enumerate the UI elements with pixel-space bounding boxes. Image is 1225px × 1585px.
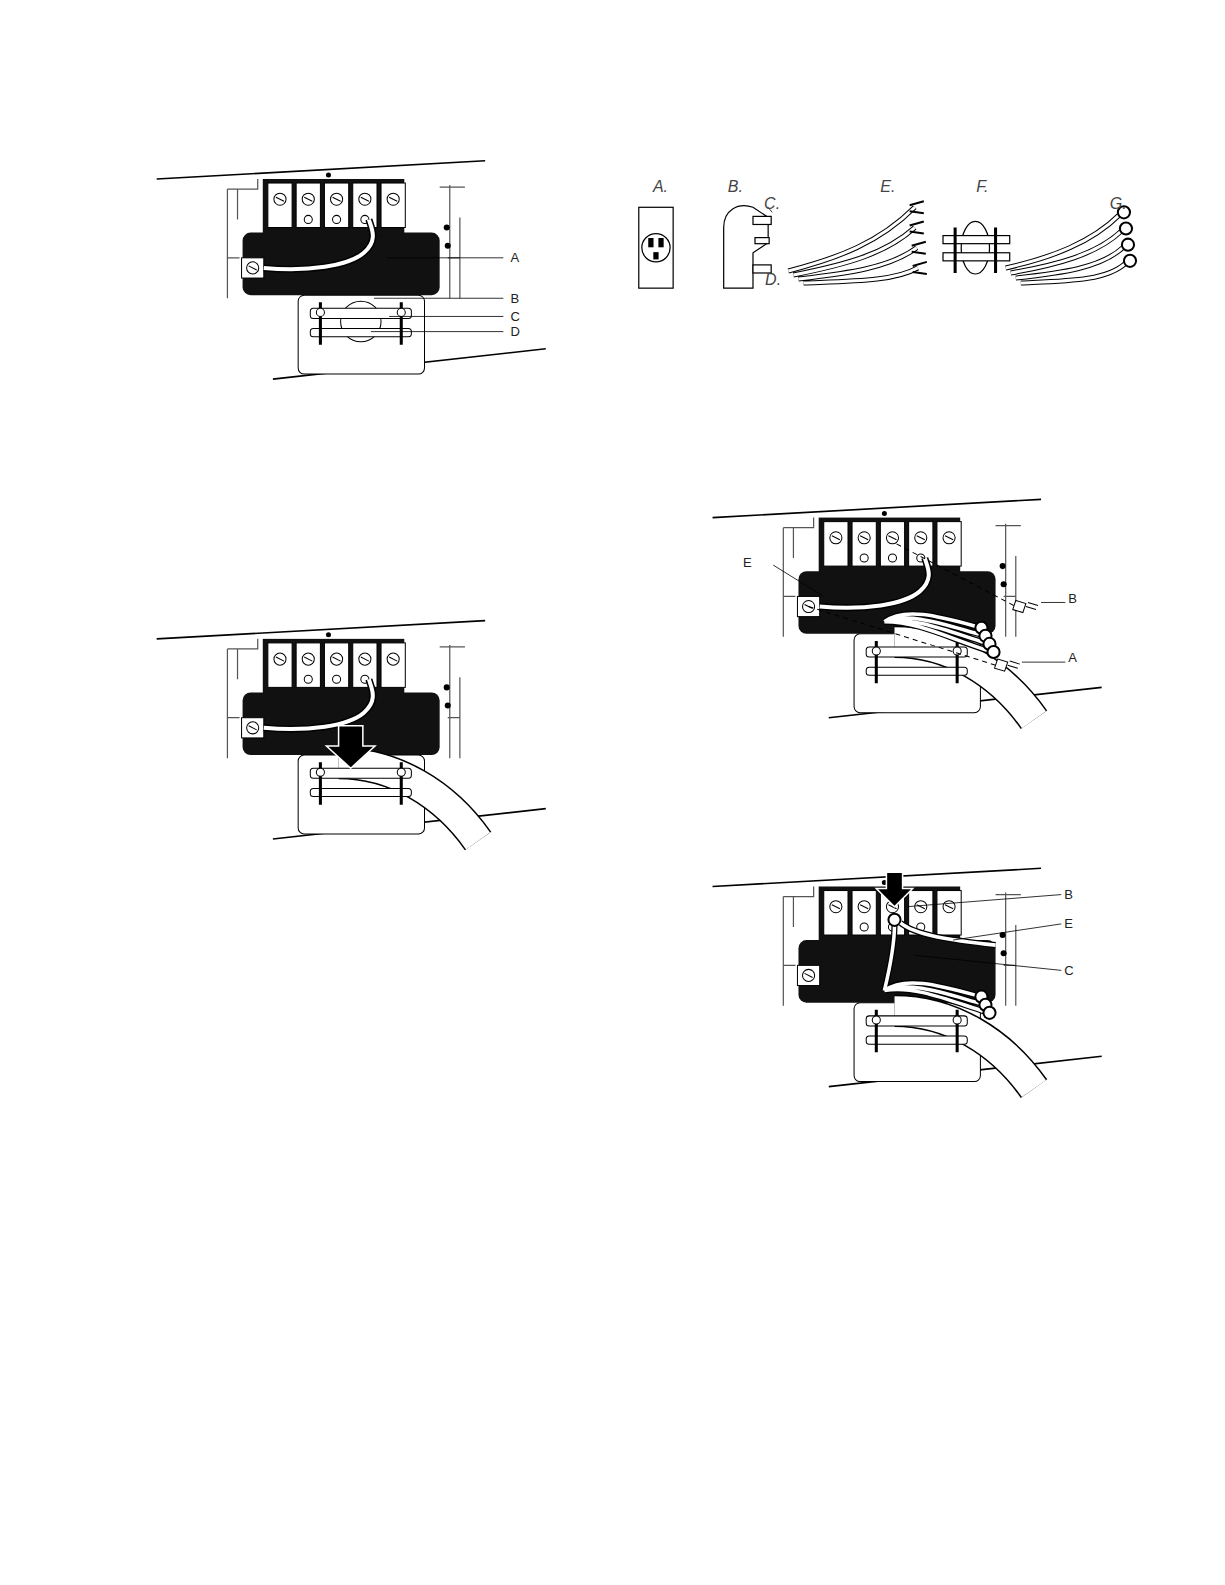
- callout-letter: B: [1068, 592, 1077, 605]
- ground-wire-attach-figure: [713, 868, 1102, 1088]
- callout-letter: A.: [653, 179, 668, 195]
- callout-letter: E.: [880, 179, 895, 195]
- callout-letter: A: [510, 251, 519, 264]
- cord-insertion-figure: [157, 621, 546, 841]
- callout-letter: G.: [1110, 196, 1127, 212]
- callout-letter: B: [510, 292, 519, 305]
- callout-letter: D: [510, 325, 519, 338]
- callout-letter: B.: [728, 179, 743, 195]
- ground-wire-removal-figure: [713, 499, 1102, 719]
- callout-letter: F.: [976, 179, 988, 195]
- callout-letter: E: [743, 556, 752, 569]
- callout-letter: D.: [765, 272, 781, 288]
- terminal-block-figure: [157, 161, 546, 379]
- callout-letter: B: [1064, 888, 1073, 901]
- callout-letter: C: [1064, 964, 1073, 977]
- callout-letter: A: [1068, 651, 1077, 664]
- callout-letter: C.: [764, 196, 780, 212]
- callout-letter: C: [510, 310, 519, 323]
- callout-letter: E: [1064, 917, 1073, 930]
- parts-figure: [639, 201, 1136, 288]
